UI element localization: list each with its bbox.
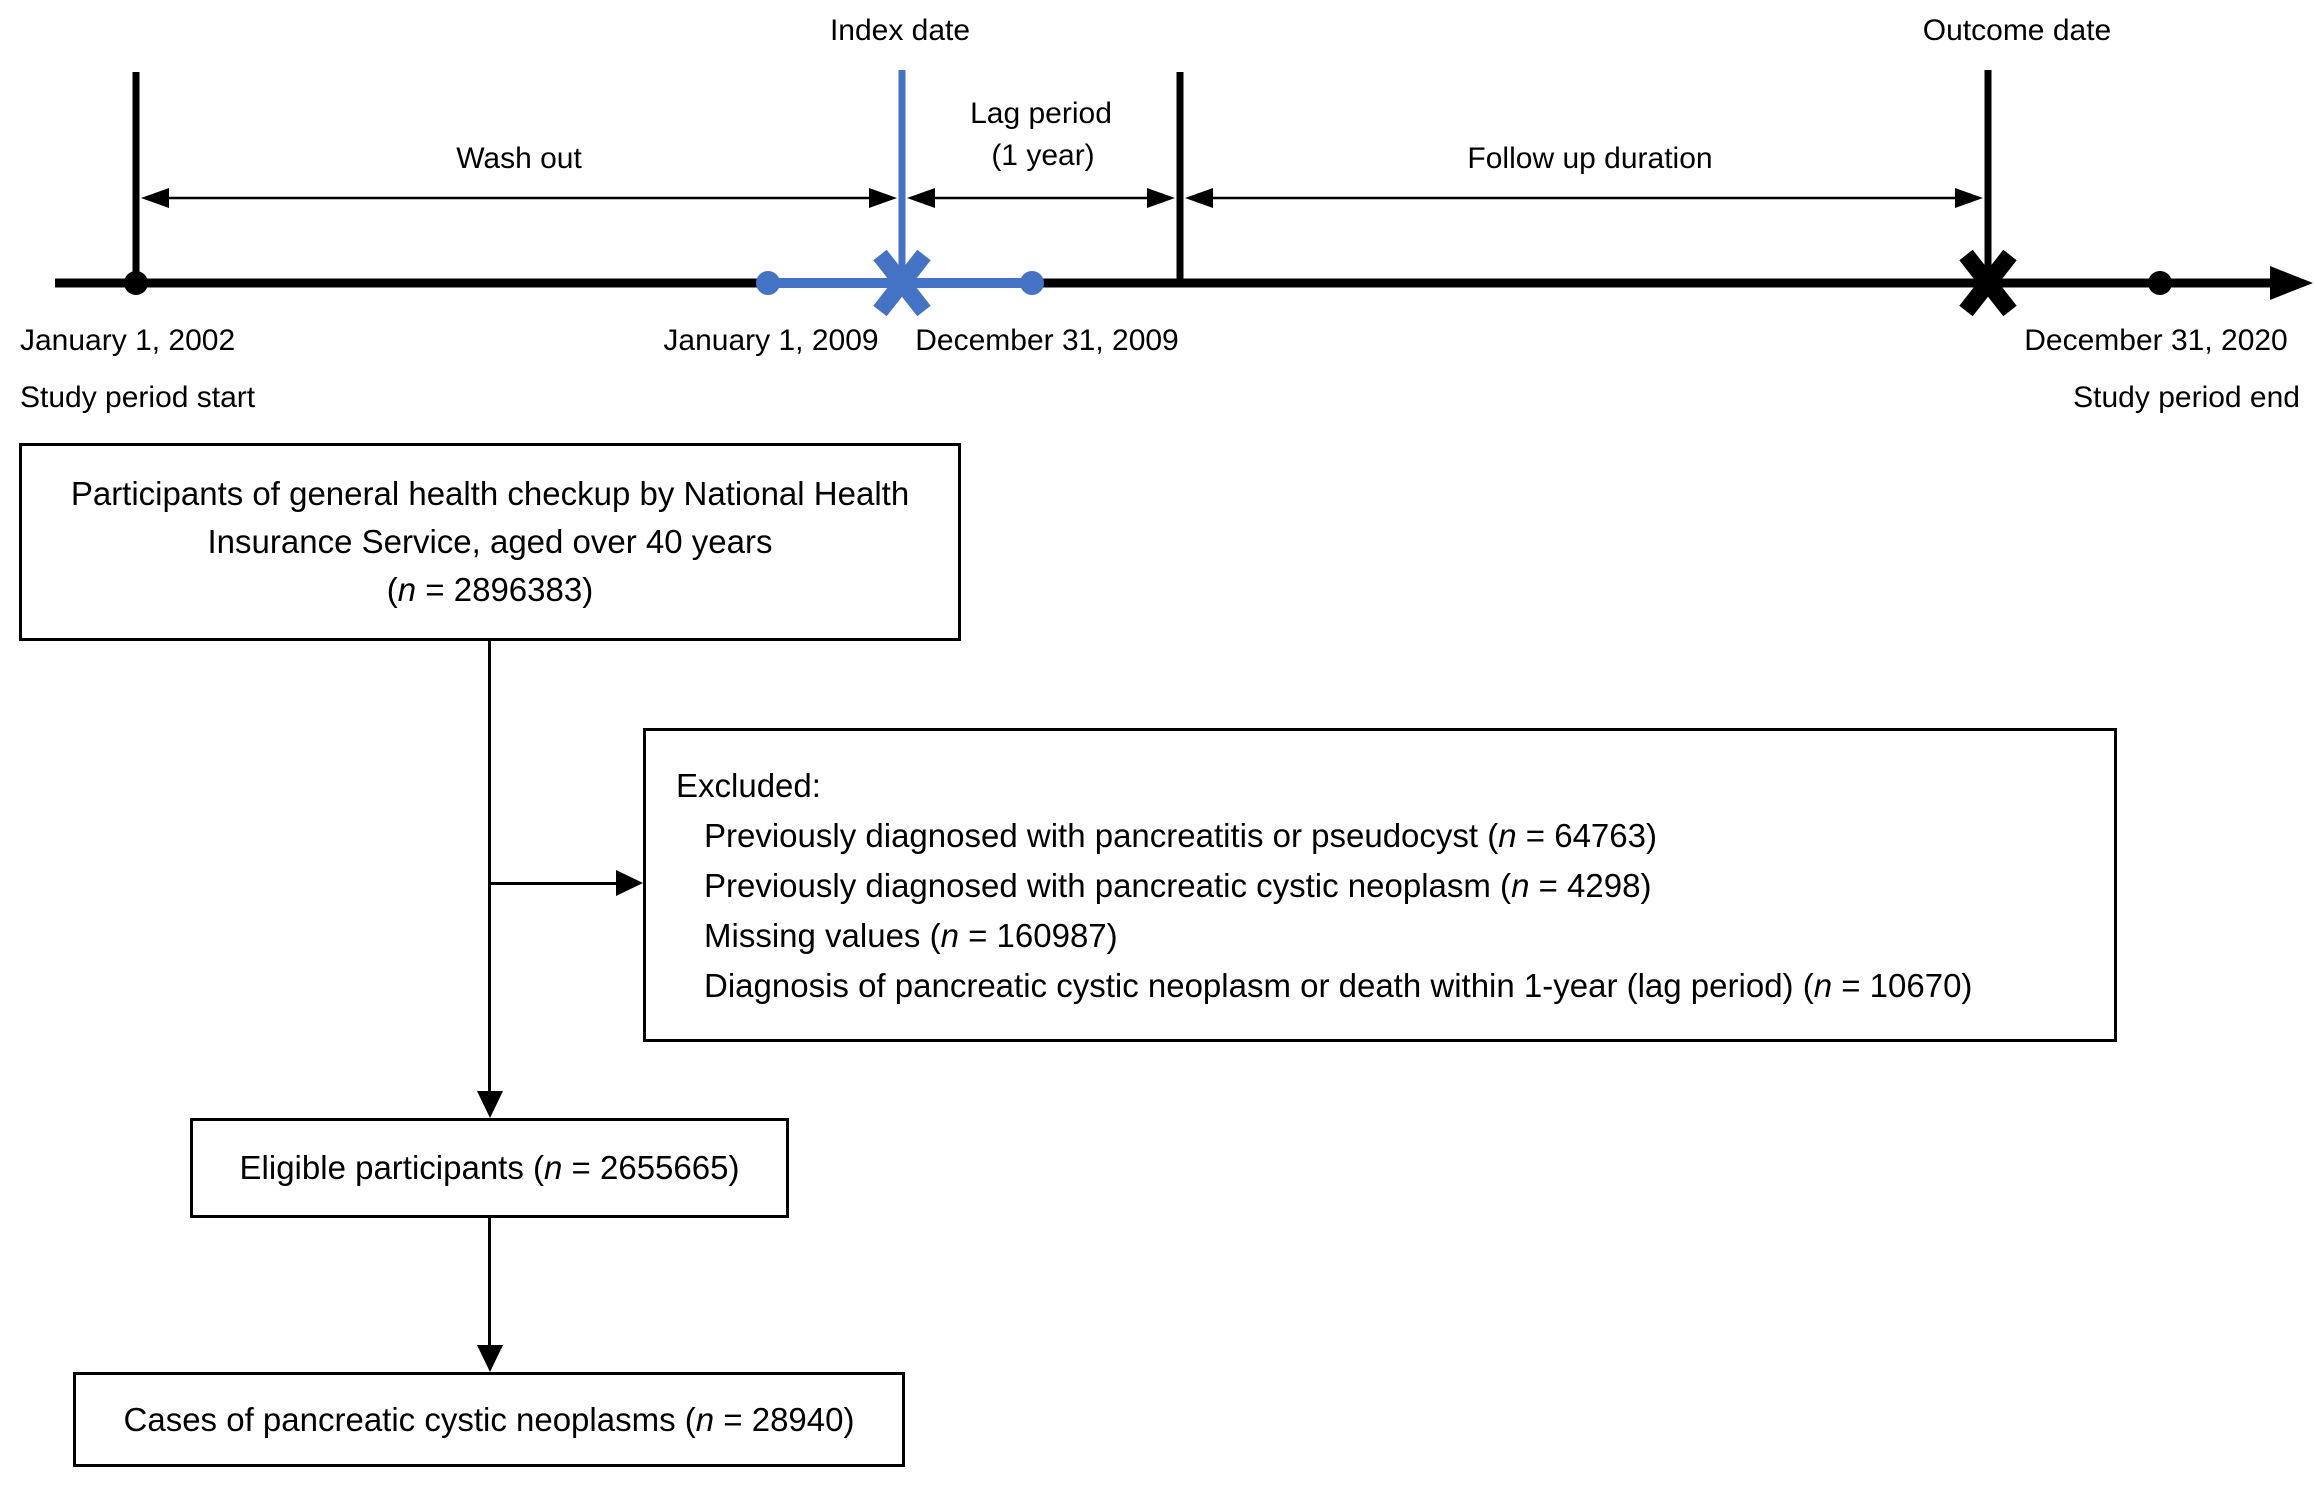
- eligible-box: Eligible participants (n = 2655665): [190, 1118, 789, 1218]
- lag-end-dot-icon: [1020, 271, 1044, 295]
- excluded-item-cystic-neoplasm: Previously diagnosed with pancreatic cys…: [704, 867, 1652, 904]
- washout-end-dot-icon: [756, 271, 780, 295]
- participants-count: (n = 2896383): [386, 571, 594, 608]
- study-timeline: Index date Outcome date Wash out Lag per…: [20, 14, 2313, 414]
- study-start-dot-icon: [124, 271, 148, 295]
- index-date-label: Index date: [830, 14, 970, 47]
- cases-text: Cases of pancreatic cystic neoplasms (n …: [123, 1400, 855, 1438]
- lag-span-arrow: [907, 188, 1175, 208]
- date-washout-end-label: January 1, 2009: [663, 324, 878, 357]
- study-end-dot-icon: [2148, 271, 2172, 295]
- washout-label: Wash out: [456, 142, 582, 175]
- index-date-x-marker-icon: [873, 249, 931, 317]
- connector-branch-to-excluded: [488, 882, 618, 885]
- connector-arrowhead-excluded-icon: [616, 870, 643, 896]
- excluded-item-missing-values: Missing values (n = 160987): [704, 917, 1118, 954]
- excluded-item-pancreatitis: Previously diagnosed with pancreatitis o…: [704, 817, 1657, 854]
- lag-period-label-line2: (1 year): [991, 139, 1094, 172]
- connector-eligible-to-cases: [488, 1218, 491, 1348]
- connector-arrowhead-cases-icon: [477, 1345, 503, 1372]
- excluded-item-lag-period: Diagnosis of pancreatic cystic neoplasm …: [704, 967, 1973, 1004]
- connector-arrowhead-eligible-icon: [477, 1091, 503, 1118]
- followup-span-arrow: [1185, 188, 1983, 208]
- participants-line2: Insurance Service, aged over 40 years: [207, 523, 773, 560]
- study-period-end-label: Study period end: [2073, 381, 2300, 414]
- outcome-date-label: Outcome date: [1923, 14, 2111, 47]
- date-lag-end-label: December 31, 2009: [915, 324, 1179, 357]
- outcome-date-x-marker-icon: [1959, 249, 2017, 317]
- washout-span-arrow: [141, 188, 897, 208]
- connector-participants-to-eligible: [488, 641, 491, 1094]
- time-axis-arrowhead-icon: [2270, 266, 2313, 300]
- excluded-title: Excluded:: [676, 767, 821, 804]
- participants-box: Participants of general health checkup b…: [19, 443, 961, 641]
- followup-label: Follow up duration: [1467, 142, 1712, 175]
- eligible-text: Eligible participants (n = 2655665): [239, 1149, 740, 1186]
- cases-box: Cases of pancreatic cystic neoplasms (n …: [73, 1372, 905, 1467]
- excluded-box: Excluded: Previously diagnosed with panc…: [643, 728, 2117, 1042]
- date-study-end-label: December 31, 2020: [2024, 324, 2288, 357]
- participants-line1: Participants of general health checkup b…: [70, 475, 910, 512]
- lag-period-label-line1: Lag period: [970, 97, 1112, 130]
- date-study-start-label: January 1, 2002: [20, 324, 235, 357]
- study-period-start-label: Study period start: [20, 381, 256, 414]
